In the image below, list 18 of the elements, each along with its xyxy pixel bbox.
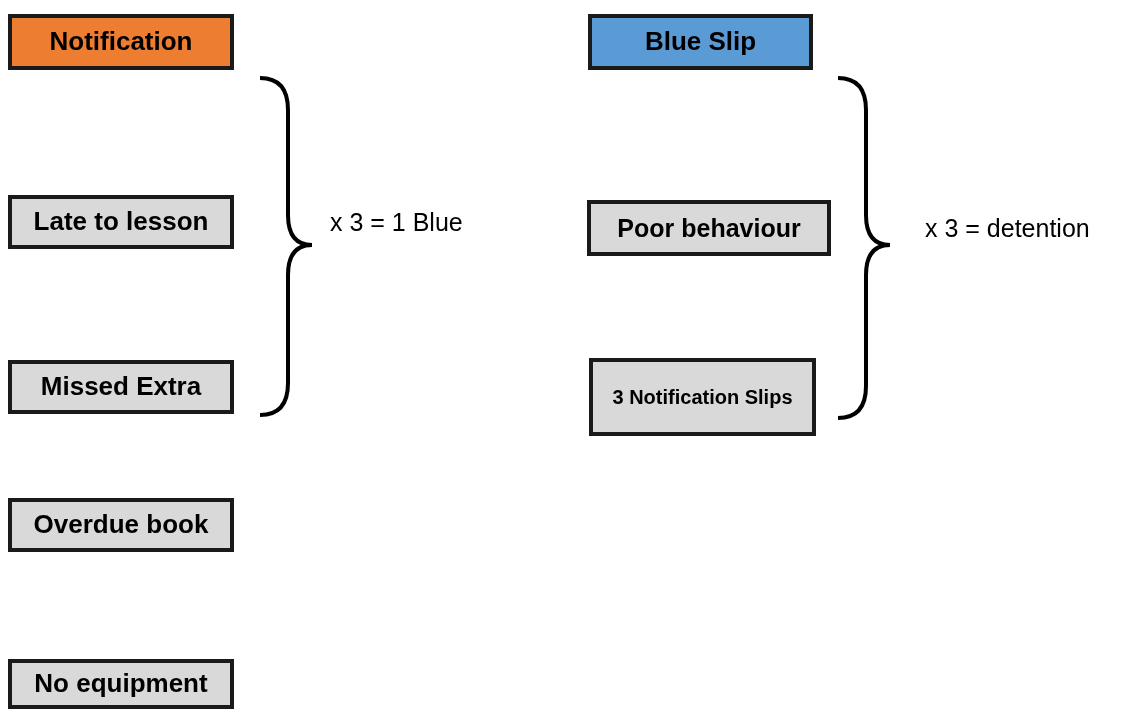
process-box — [8, 195, 234, 249]
multiplier-note: x 3 = 1 Blue — [330, 208, 463, 237]
box-label: Late to lesson — [32, 207, 210, 237]
heading-box — [588, 14, 813, 70]
box-label: 3 Notification Slips — [611, 385, 794, 409]
process-box — [8, 659, 234, 709]
box-label: Poor behaviour — [616, 213, 802, 243]
process-box — [589, 358, 816, 436]
box-label: Missed Extra — [39, 372, 203, 402]
box-label: Overdue book — [32, 510, 210, 540]
multiplier-note: x 3 = detention — [925, 214, 1090, 243]
box-label: No equipment — [33, 669, 209, 699]
box-label: Blue Slip — [643, 27, 758, 57]
heading-box — [8, 14, 234, 70]
process-box — [587, 200, 831, 256]
process-box — [8, 498, 234, 552]
box-label: Notification — [48, 27, 194, 57]
process-box — [8, 360, 234, 414]
